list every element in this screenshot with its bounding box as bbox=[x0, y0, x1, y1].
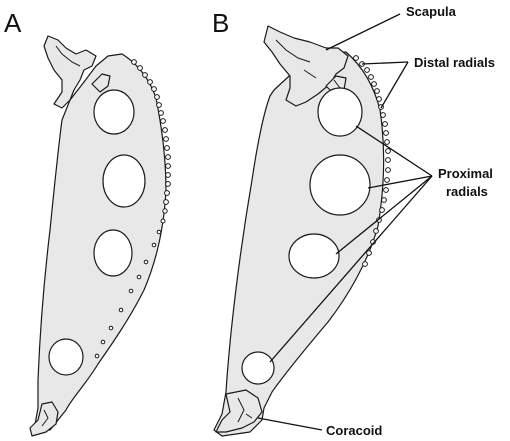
panel-b-radial bbox=[385, 148, 391, 154]
distal-radials-leader-line bbox=[361, 61, 409, 65]
panel-a-radial bbox=[162, 208, 168, 214]
leader-lines bbox=[257, 13, 433, 431]
panel-a: A bbox=[4, 8, 171, 437]
panel-b-radial bbox=[353, 55, 359, 61]
panel-b-scapula-detail bbox=[275, 39, 317, 79]
panel-a-radial bbox=[100, 339, 106, 345]
panel-a-radial bbox=[136, 274, 142, 280]
panel-b-radial bbox=[383, 187, 389, 193]
label-scapula: Scapula bbox=[406, 4, 457, 19]
distal-radials-leader-line bbox=[380, 61, 409, 109]
label-proximal-radials-line1: Proximal bbox=[438, 166, 493, 181]
panel-a-scapula bbox=[43, 35, 97, 109]
panel-a-radial bbox=[162, 127, 168, 133]
panel-a-radial bbox=[118, 307, 124, 313]
panel-b-coracoid-detail bbox=[237, 397, 253, 423]
panel-b-letter: B bbox=[212, 8, 229, 38]
panel-b-radial bbox=[385, 157, 391, 163]
panel-a-radial bbox=[108, 325, 114, 331]
panel-b-radial bbox=[382, 121, 388, 127]
panel-a-radial bbox=[165, 172, 171, 178]
panel-a-radial bbox=[164, 145, 170, 151]
panel-a-process bbox=[91, 73, 111, 93]
panel-b-radial bbox=[379, 207, 385, 213]
panel-b-radial bbox=[373, 228, 379, 234]
panel-a-radial bbox=[147, 79, 153, 85]
panel-a-radial bbox=[156, 102, 162, 108]
panel-b-radial bbox=[364, 67, 370, 73]
panel-a-radial bbox=[160, 118, 166, 124]
panel-b-radial bbox=[384, 177, 390, 183]
panel-a-radial bbox=[160, 218, 166, 224]
panel-a-radial bbox=[165, 154, 171, 160]
panel-a-radial bbox=[151, 86, 157, 92]
panel-a-radial bbox=[94, 353, 100, 359]
label-coracoid: Coracoid bbox=[326, 423, 382, 438]
panel-b-radial bbox=[362, 261, 368, 267]
panel-b-fenestra-3 bbox=[288, 233, 340, 279]
panel-b-radial bbox=[381, 197, 387, 203]
panel-b-radial bbox=[366, 250, 372, 256]
panel-a-radial bbox=[163, 199, 169, 205]
panel-a-fenestra-1 bbox=[93, 89, 135, 135]
panel-b-radials bbox=[353, 55, 391, 267]
panel-b-radial bbox=[374, 88, 380, 94]
panel-a-radial bbox=[163, 136, 169, 142]
panel-b-coracoid bbox=[215, 389, 263, 433]
panel-b-radial bbox=[376, 96, 382, 102]
panel-b-radial bbox=[384, 139, 390, 145]
panel-a-radial bbox=[164, 190, 170, 196]
panel-a-fenestra-2 bbox=[102, 154, 146, 208]
proximal-radials-leader-line bbox=[355, 125, 433, 177]
coracoid-leader-line bbox=[257, 417, 323, 431]
panel-a-letter: A bbox=[4, 8, 22, 38]
label-distal-radials: Distal radials bbox=[414, 55, 495, 70]
panel-b-radial bbox=[380, 112, 386, 118]
proximal-radials-leader-line bbox=[269, 175, 433, 363]
panel-a-coracoid bbox=[29, 401, 59, 437]
panel-a-radial bbox=[151, 242, 157, 248]
panel-b-fenestra-4 bbox=[241, 351, 275, 385]
panel-a-radials bbox=[94, 59, 171, 359]
panel-b-fenestra-2 bbox=[309, 154, 371, 216]
panel-a-fenestra-4 bbox=[48, 338, 84, 376]
proximal-radials-leader-line bbox=[367, 175, 433, 189]
panel-a-radial bbox=[131, 59, 137, 65]
label-proximal-radials-line2: radials bbox=[446, 184, 488, 199]
panel-b-radial bbox=[371, 81, 377, 87]
panel-a-radial bbox=[137, 65, 143, 71]
panel-b-radial bbox=[385, 167, 391, 173]
panel-b-fenestra-1 bbox=[317, 87, 363, 137]
panel-a-radial bbox=[156, 229, 162, 235]
panel-a-radial bbox=[158, 110, 164, 116]
panel-b-process-detail bbox=[333, 79, 341, 89]
scapula-leader-line bbox=[325, 13, 401, 51]
panel-a-radial bbox=[165, 181, 171, 187]
panel-a-radial bbox=[165, 163, 171, 169]
panel-a-radial bbox=[142, 72, 148, 78]
panel-a-radial bbox=[154, 94, 160, 100]
panel-b-radial bbox=[383, 130, 389, 136]
panel-a-coracoid-detail bbox=[41, 409, 49, 427]
panel-a-radial bbox=[128, 288, 134, 294]
panel-a-scapula-detail bbox=[55, 45, 81, 67]
panel-a-fenestra-3 bbox=[93, 229, 133, 277]
panel-b-radial bbox=[368, 74, 374, 80]
proximal-radials-leader-line bbox=[335, 175, 433, 255]
panel-b: B bbox=[212, 4, 495, 438]
panel-a-radial bbox=[143, 259, 149, 265]
